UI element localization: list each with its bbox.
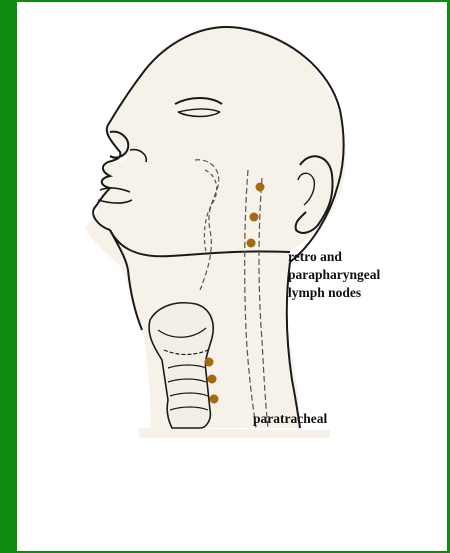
lymph-node-paratracheal-1 xyxy=(205,358,214,367)
label-retro-parapharyngeal: retro and parapharyngeal lymph nodes xyxy=(288,248,380,302)
label-retro-line-1: retro and xyxy=(288,248,380,266)
lymph-node-retro-3 xyxy=(247,239,256,248)
lymph-node-retro-1 xyxy=(256,183,265,192)
lymph-node-paratracheal-2 xyxy=(208,375,217,384)
lymph-node-retro-2 xyxy=(250,213,259,222)
head-silhouette xyxy=(85,26,346,428)
label-retro-line-2: parapharyngeal xyxy=(288,266,380,284)
label-retro-line-3: lymph nodes xyxy=(288,284,380,302)
neck-base xyxy=(138,428,330,438)
label-paratracheal: paratracheal xyxy=(253,410,327,428)
lymph-node-paratracheal-3 xyxy=(210,395,219,404)
